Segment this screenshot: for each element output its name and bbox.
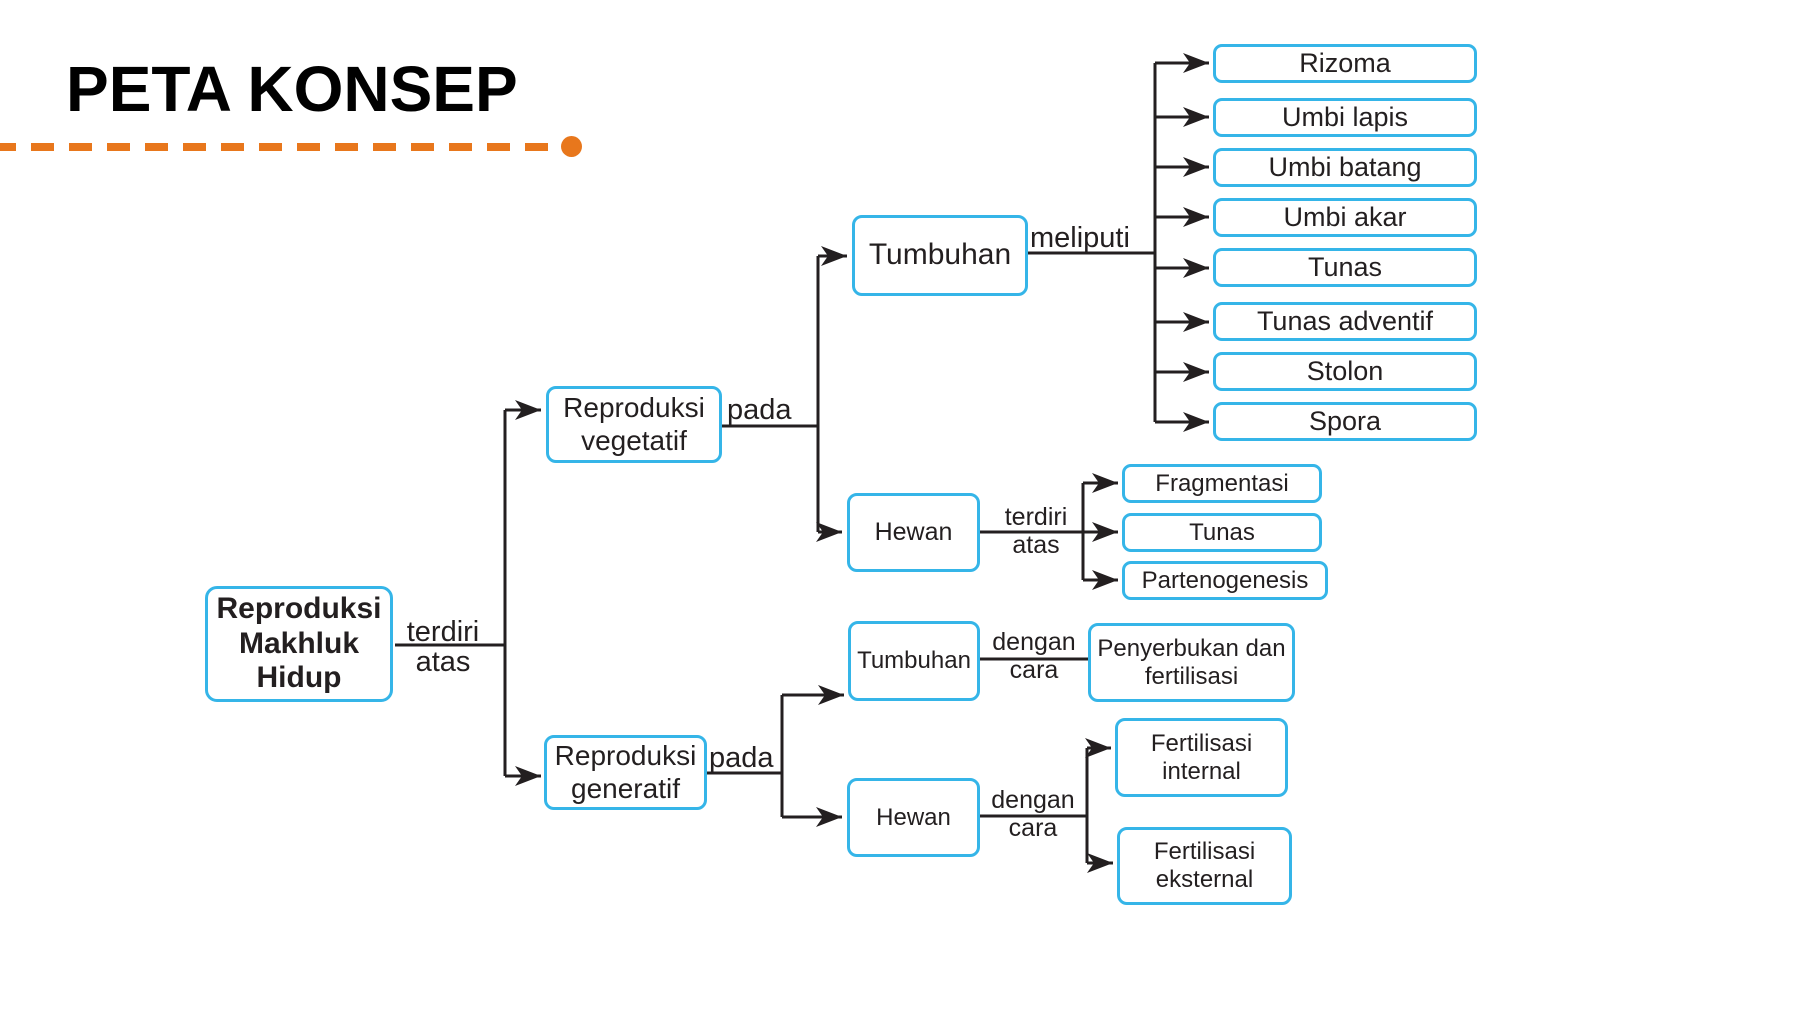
page-title: PETA KONSEP [66,53,518,125]
leaf-rizoma: Rizoma [1213,44,1477,83]
leaf-fertilisasi-internal: Fertilisasi internal [1115,718,1288,797]
connector-root-branches [395,400,541,786]
node-hewan-generatif: Hewan [847,778,980,857]
edge-label-dengan-cara-hewan: dengan cara [991,786,1075,842]
leaf-spora: Spora [1213,402,1477,441]
node-tumbuhan-generatif: Tumbuhan [848,621,980,701]
connector-vegetatif-branches [722,246,847,542]
node-reproduksi-vegetatif: Reproduksi vegetatif [546,386,722,463]
connector-meliputi-branches [1028,53,1209,432]
edge-label-pada-generatif: pada [709,742,774,774]
leaf-umbi-akar: Umbi akar [1213,198,1477,237]
edge-label-terdiri-atas-hewan: terdiri atas [1004,503,1068,559]
node-reproduksi-generatif: Reproduksi generatif [544,735,707,810]
edge-label-terdiri-atas-root: terdiri atas [406,616,480,679]
leaf-umbi-batang: Umbi batang [1213,148,1477,187]
connector-hewan-generatif-branches [980,738,1113,873]
leaf-tunas-adventif: Tunas adventif [1213,302,1477,341]
edge-label-dengan-cara-tumbuhan: dengan cara [992,628,1076,684]
edge-label-meliputi: meliputi [1030,222,1130,254]
node-reproduksi-makhluk-hidup: Reproduksi Makhluk Hidup [205,586,393,702]
leaf-stolon: Stolon [1213,352,1477,391]
leaf-partenogenesis: Partenogenesis [1122,561,1328,600]
leaf-tunas-hewan: Tunas [1122,513,1322,552]
underline-end-dot [561,136,582,157]
leaf-fragmentasi: Fragmentasi [1122,464,1322,503]
leaf-fertilisasi-eksternal: Fertilisasi eksternal [1117,827,1292,905]
leaf-penyerbukan-dan-fertilisasi: Penyerbukan dan fertilisasi [1088,623,1295,702]
node-tumbuhan-vegetatif: Tumbuhan [852,215,1028,296]
connector-generatif-branches [707,685,844,827]
dashed-underline [0,143,569,151]
edge-label-pada-vegetatif: pada [727,394,792,426]
leaf-tunas: Tunas [1213,248,1477,287]
connector-hewan-vegetatif-branches [980,473,1118,590]
node-hewan-vegetatif: Hewan [847,493,980,572]
leaf-umbi-lapis: Umbi lapis [1213,98,1477,137]
